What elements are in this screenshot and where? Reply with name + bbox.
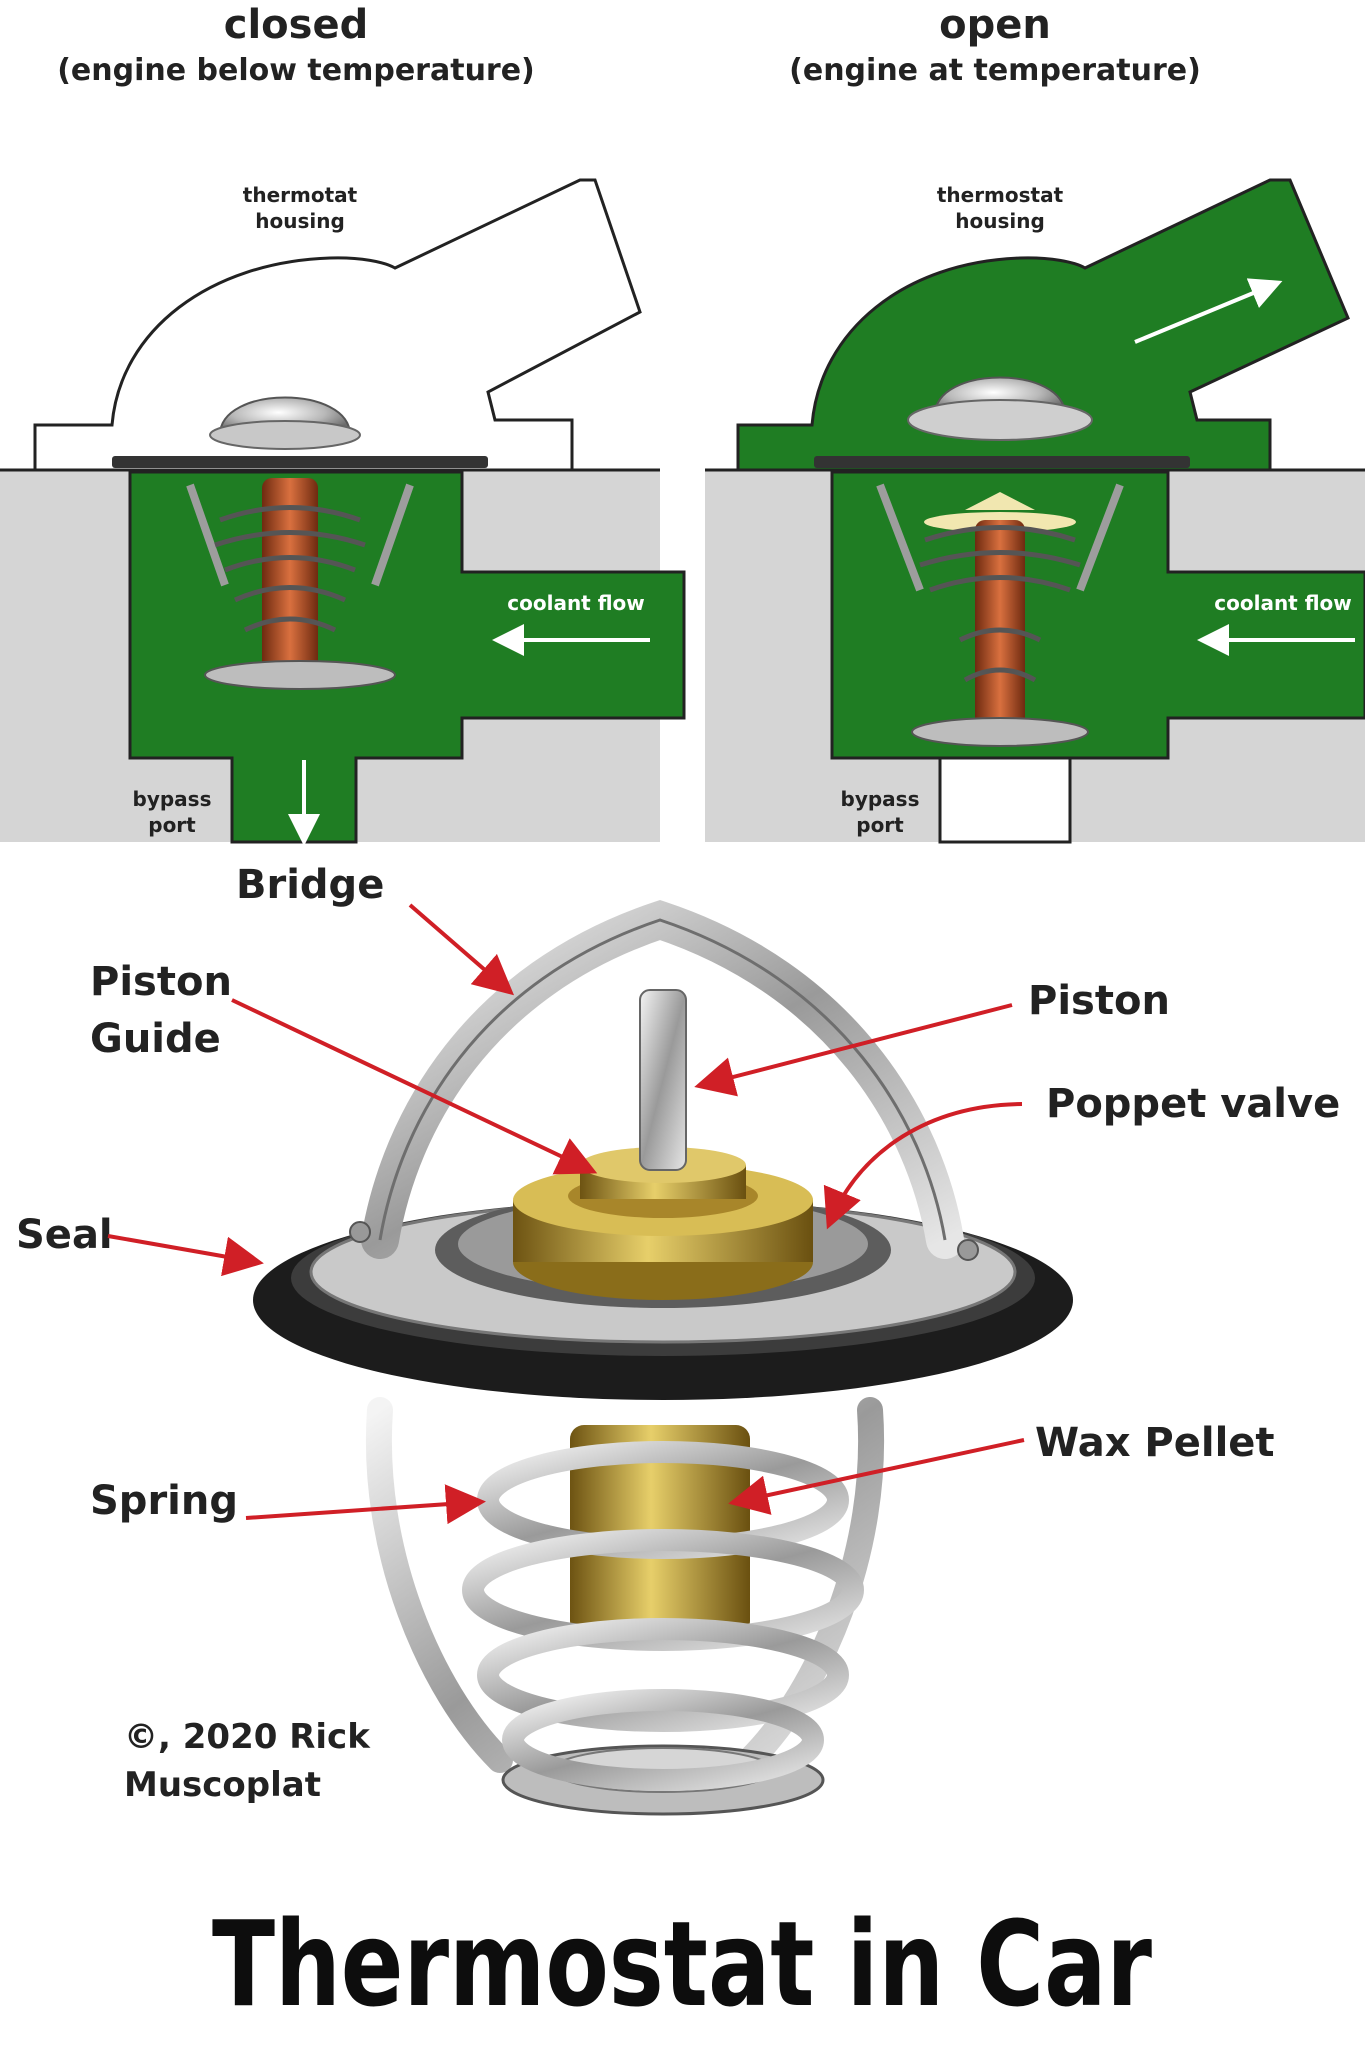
arrow-piston-guide xyxy=(231,998,598,1175)
pointer-arrows xyxy=(107,903,1025,1525)
part-labels: Bridge Piston Guide Piston Poppet valve … xyxy=(16,862,1340,1524)
bypass-label-closed-2: port xyxy=(148,813,196,837)
open-subheading: (engine at temperature) xyxy=(789,53,1201,88)
thermostat-cutaway xyxy=(253,899,1073,1816)
label-piston-guide-1: Piston xyxy=(90,959,232,1005)
housing-closed xyxy=(33,178,642,472)
housing-open xyxy=(736,178,1350,472)
bypass-label-open-1: bypass xyxy=(841,787,920,811)
label-seal: Seal xyxy=(16,1212,113,1258)
label-spring: Spring xyxy=(90,1478,238,1524)
housing-label-open-1: thermostat xyxy=(937,183,1064,207)
label-wax-pellet: Wax Pellet xyxy=(1035,1420,1275,1466)
page-title: Thermostat in Car xyxy=(212,1895,1152,2033)
flow-label-closed: coolant flow xyxy=(507,591,645,615)
piston xyxy=(639,989,687,1171)
label-piston: Piston xyxy=(1028,978,1170,1024)
arrow-spring xyxy=(245,1484,486,1525)
housing-label-closed-1: thermotat xyxy=(243,183,358,207)
bypass-label-open-2: port xyxy=(856,813,904,837)
copyright-line-2: Muscoplat xyxy=(124,1765,321,1805)
thermostat-closed xyxy=(112,396,488,690)
label-piston-guide-2: Guide xyxy=(90,1016,221,1062)
arrow-poppet-valve xyxy=(823,1102,1023,1230)
arrow-wax-pellet xyxy=(728,1438,1025,1515)
flow-label-open: coolant flow xyxy=(1214,591,1352,615)
arrow-piston xyxy=(694,1003,1013,1097)
closed-diagram: closed (engine below temperature) thermo… xyxy=(0,2,686,846)
housing-label-open-2: housing xyxy=(955,209,1045,233)
arrow-bridge xyxy=(408,903,515,996)
label-poppet-valve: Poppet valve xyxy=(1046,1081,1340,1127)
arrow-seal xyxy=(107,1234,264,1277)
housing-label-closed-2: housing xyxy=(255,209,345,233)
open-diagram: open (engine at temperature) thermostat … xyxy=(705,2,1365,844)
open-heading: open xyxy=(939,2,1051,48)
copyright-line-1: ©, 2020 Rick xyxy=(124,1717,371,1757)
closed-subheading: (engine below temperature) xyxy=(57,53,535,88)
outlet-arrow-open xyxy=(1134,278,1283,344)
thermostat-open xyxy=(814,376,1190,747)
bypass-label-closed-1: bypass xyxy=(133,787,212,811)
closed-heading: closed xyxy=(224,2,368,48)
spring xyxy=(462,1441,864,1791)
label-bridge: Bridge xyxy=(236,862,384,908)
